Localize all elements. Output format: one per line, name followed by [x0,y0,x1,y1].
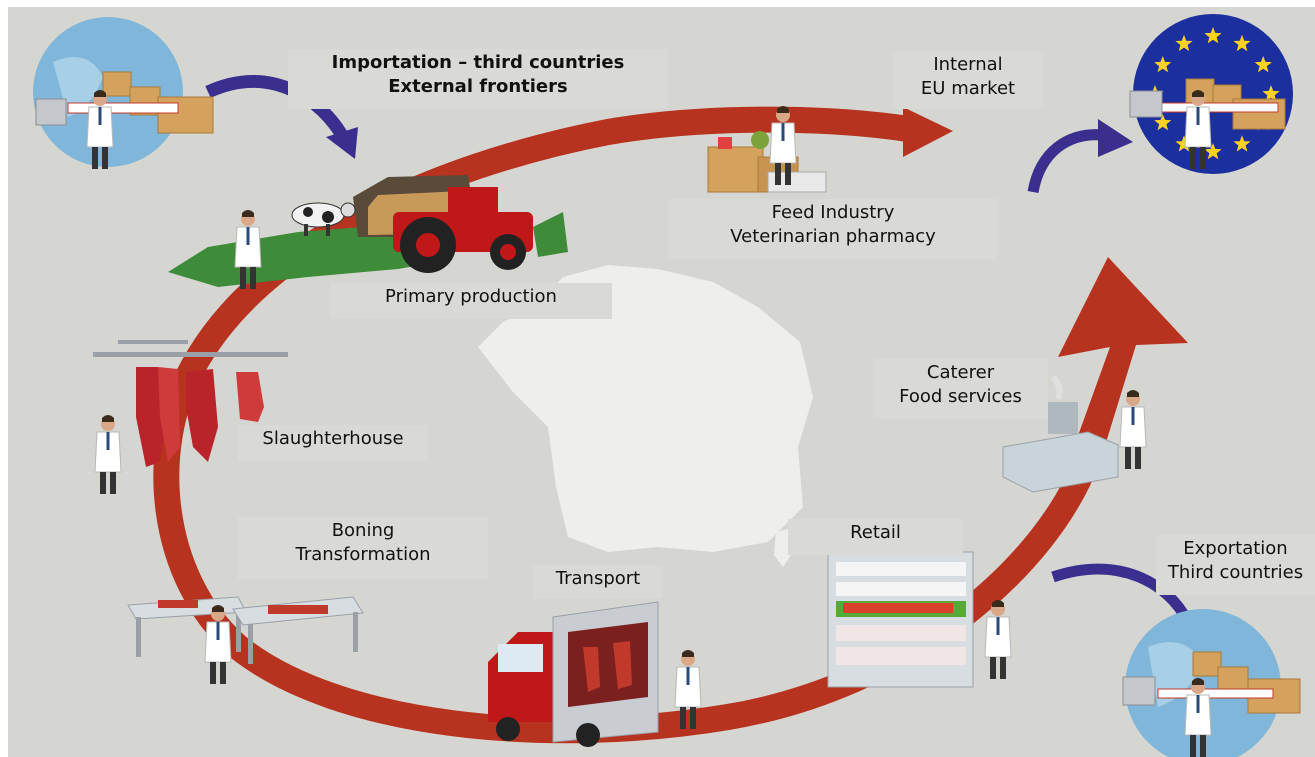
feed-industry-line2: Veterinarian pharmacy [730,226,936,247]
eu-star-icon [1175,135,1193,152]
transport-text: Transport [555,568,641,589]
eu-flow-arrowhead [1098,119,1133,157]
cycle-ring-arrow [153,106,1101,744]
eu-flow-arrow [1027,129,1104,194]
retail-text: Retail [850,522,901,543]
importation-line2: External frontiers [388,76,568,97]
caterer-label: Caterer Food services [873,359,1048,419]
eu-star-icon [1254,56,1272,73]
primary-production-label: Primary production [330,283,612,319]
eu-flag-icon [1129,14,1293,174]
boning-line2: Transformation [295,544,431,565]
veterinarian-icon [94,414,122,495]
exportation-line1: Exportation [1183,538,1288,559]
kitchen-stove-icon [1002,374,1119,493]
caterer-line2: Food services [899,386,1022,407]
internal-market-line2: EU market [920,78,1016,99]
boning-line1: Boning [331,520,395,541]
eu-star-icon [1204,143,1222,160]
importation-line1: Importation – third countries [331,52,625,73]
cycle-arrowhead-top [903,107,953,157]
primary-production-text: Primary production [385,286,557,307]
france-map [478,265,813,552]
import-flow-arrowhead [326,127,358,159]
retail-shelf-icon [827,551,974,688]
eu-star-icon [1154,56,1172,73]
eu-star-icon [1154,114,1172,131]
slaughterhouse-text: Slaughterhouse [262,428,404,449]
eu-star-icon [1204,27,1222,44]
cow-icon [291,202,356,236]
globe-icon [1122,609,1301,757]
tractor-icon [168,175,568,287]
diagram-canvas: Importation – third countries External f… [8,7,1315,757]
globe-icon [33,17,214,170]
exportation-line2: Third countries [1167,562,1304,583]
meat-carcass-icon [93,340,288,467]
slaughterhouse-label: Slaughterhouse [238,425,428,461]
eu-star-icon [1262,85,1280,102]
refrigerated-truck-icon [488,601,659,747]
feed-industry-label: Feed Industry Veterinarian pharmacy [668,199,998,259]
feed-industry-line1: Feed Industry [771,202,895,223]
feed-sacks-icon [707,105,827,193]
eu-star-icon [1233,34,1251,52]
boning-label: Boning Transformation [238,517,488,579]
exportation-label: Exportation Third countries [1156,535,1315,595]
cycle-arrowhead-right [1058,257,1188,475]
export-flow-arrow [1051,563,1193,625]
eu-star-icon [1233,135,1251,152]
eu-star-icon [1175,34,1193,52]
veterinarian-icon [984,599,1012,680]
retail-label: Retail [788,519,963,555]
veterinarian-icon [1119,389,1147,470]
internal-market-line1: Internal [933,54,1003,75]
internal-market-label: Internal EU market [893,51,1043,109]
transport-label: Transport [533,565,663,599]
caterer-line1: Caterer [926,362,995,383]
importation-label: Importation – third countries External f… [288,49,668,109]
